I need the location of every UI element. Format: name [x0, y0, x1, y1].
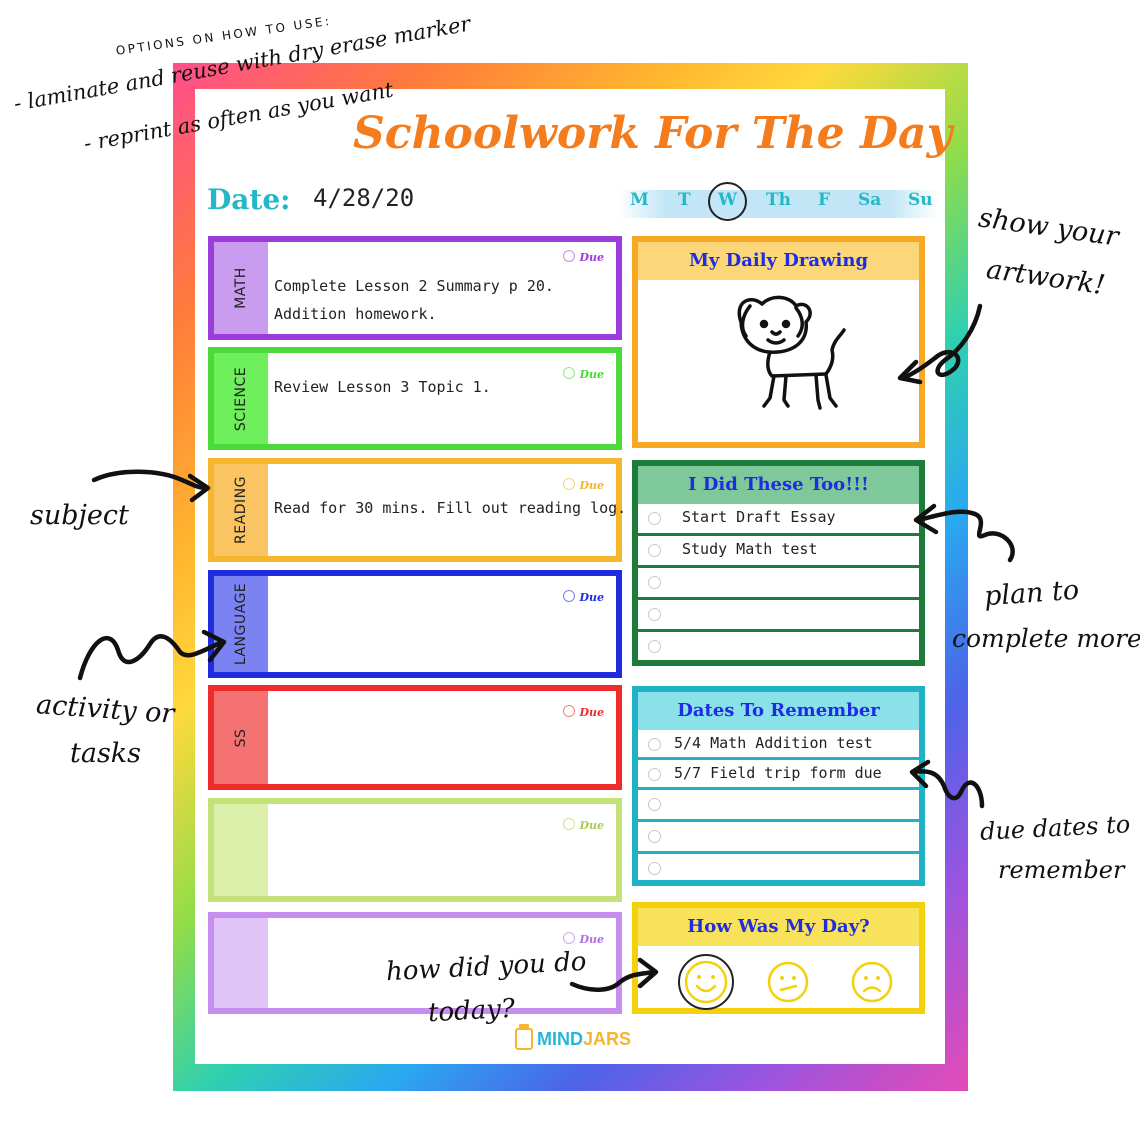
- happy-face-icon[interactable]: [676, 952, 736, 1012]
- mood-faces: [638, 946, 919, 1016]
- subject-tab-blank-1: [214, 804, 268, 896]
- dog-drawing-icon[interactable]: [638, 280, 919, 440]
- sad-face-icon[interactable]: [850, 960, 894, 1004]
- todo-title: I Did These Too!!!: [638, 466, 919, 504]
- task-text-math[interactable]: Complete Lesson 2 Summary p 20. Addition…: [274, 272, 554, 328]
- arrow-to-reading-icon: [91, 469, 209, 491]
- subject-tab-science: SCIENCE: [214, 353, 268, 444]
- date-item[interactable]: [638, 854, 919, 886]
- subject-row-math: MATH Due Complete Lesson 2 Summary p 20.…: [208, 236, 622, 340]
- subject-tab-language: LANGUAGE: [214, 576, 268, 672]
- checkbox-circle-icon[interactable]: [648, 862, 661, 875]
- checkbox-circle-icon[interactable]: [648, 738, 661, 751]
- day-sunday[interactable]: Su: [908, 190, 933, 210]
- task-text-science[interactable]: Review Lesson 3 Topic 1.: [274, 373, 491, 401]
- arrow-to-dates-icon: [911, 769, 985, 809]
- subject-row-blank-1: Due: [208, 798, 622, 902]
- task-line: Read for 30 mins. Fill out reading log.: [274, 499, 627, 517]
- checkbox-circle-icon[interactable]: [648, 768, 661, 781]
- day-tuesday[interactable]: T: [678, 190, 691, 210]
- todo-item[interactable]: Start Draft Essay: [638, 504, 919, 536]
- checkbox-circle-icon[interactable]: [648, 640, 661, 653]
- mindjars-logo: MINDJARS: [515, 1024, 632, 1050]
- daily-drawing-box: My Daily Drawing: [632, 236, 925, 448]
- checkbox-circle-icon[interactable]: [648, 608, 661, 621]
- arrowhead-drawing-icon: [897, 359, 923, 385]
- dates-title: Dates To Remember: [638, 692, 919, 730]
- due-checkbox-language[interactable]: Due: [563, 590, 604, 604]
- logo-text-mind: MIND: [537, 1028, 583, 1049]
- due-checkbox-science[interactable]: Due: [563, 367, 604, 381]
- checkbox-circle-icon[interactable]: [648, 576, 661, 589]
- page-title: Schoolwork For The Day: [353, 108, 953, 159]
- due-checkbox-math[interactable]: Due: [563, 250, 604, 264]
- day-saturday[interactable]: Sa: [858, 190, 882, 210]
- annotation-subject: subject: [30, 500, 129, 531]
- todo-item[interactable]: Study Math test: [638, 536, 919, 568]
- jar-icon: [515, 1024, 533, 1050]
- day-thursday[interactable]: Th: [766, 190, 792, 210]
- checkbox-circle-icon[interactable]: [648, 830, 661, 843]
- dates-to-remember-box: Dates To Remember 5/4 Math Addition test…: [632, 686, 925, 886]
- arrow-to-todo-icon: [915, 509, 1015, 563]
- annotation-due-dates-2: remember: [998, 856, 1125, 884]
- logo-text-jars: JARS: [583, 1028, 632, 1049]
- task-line: Addition homework.: [274, 305, 437, 323]
- arrowhead-reading-icon: [187, 473, 211, 503]
- date-item[interactable]: [638, 790, 919, 822]
- arrowhead-dates-icon: [909, 759, 931, 789]
- day-friday[interactable]: F: [818, 190, 831, 210]
- arrow-to-drawing-icon: [899, 303, 983, 381]
- day-monday[interactable]: M: [630, 190, 649, 210]
- arrow-to-mood-icon: [569, 969, 657, 992]
- checkbox-circle-icon[interactable]: [648, 512, 661, 525]
- date-value: 4/28/20: [313, 184, 415, 212]
- date-item[interactable]: 5/7 Field trip form due: [638, 760, 919, 790]
- todo-item[interactable]: [638, 632, 919, 664]
- task-line: Review Lesson 3 Topic 1.: [274, 378, 491, 396]
- date-item[interactable]: 5/4 Math Addition test: [638, 730, 919, 760]
- todo-item[interactable]: [638, 600, 919, 632]
- date-item[interactable]: [638, 822, 919, 854]
- subject-row-reading: READING Due Read for 30 mins. Fill out r…: [208, 458, 626, 562]
- drawing-title: My Daily Drawing: [638, 242, 919, 280]
- subject-row-ss: SS Due: [208, 685, 622, 790]
- selected-day-circle: [708, 182, 747, 221]
- due-checkbox-reading[interactable]: Due: [563, 478, 604, 492]
- task-text-reading[interactable]: Read for 30 mins. Fill out reading log.: [274, 494, 626, 522]
- checkbox-circle-icon[interactable]: [648, 544, 661, 557]
- subject-row-language: LANGUAGE Due: [208, 570, 622, 678]
- arrowhead-mood-icon: [637, 957, 659, 989]
- subject-tab-ss: SS: [214, 691, 268, 784]
- subject-row-blank-2: Due: [208, 912, 622, 1014]
- subject-tab-math: MATH: [214, 242, 268, 334]
- annotation-plan-2: complete more: [952, 624, 1140, 653]
- subject-tab-blank-2: [214, 918, 268, 1008]
- how-was-my-day-box: How Was My Day?: [632, 902, 925, 1014]
- neutral-face-icon[interactable]: [766, 960, 810, 1004]
- arrowhead-todo-icon: [913, 503, 939, 535]
- mood-title: How Was My Day?: [638, 908, 919, 946]
- subject-tab-reading: READING: [214, 464, 268, 556]
- due-checkbox-blank-2[interactable]: Due: [563, 932, 604, 946]
- did-these-too-box: I Did These Too!!! Start Draft Essay Stu…: [632, 460, 925, 666]
- checkbox-circle-icon[interactable]: [648, 798, 661, 811]
- due-checkbox-blank-1[interactable]: Due: [563, 818, 604, 832]
- todo-item[interactable]: [638, 568, 919, 600]
- due-checkbox-ss[interactable]: Due: [563, 705, 604, 719]
- date-label: Date:: [207, 183, 291, 216]
- arrow-to-language-icon: [77, 634, 225, 681]
- arrowhead-language-icon: [201, 629, 227, 663]
- annotation-activity-2: tasks: [70, 738, 142, 769]
- subject-row-science: SCIENCE Due Review Lesson 3 Topic 1.: [208, 347, 622, 450]
- task-line: Complete Lesson 2 Summary p 20.: [274, 277, 554, 295]
